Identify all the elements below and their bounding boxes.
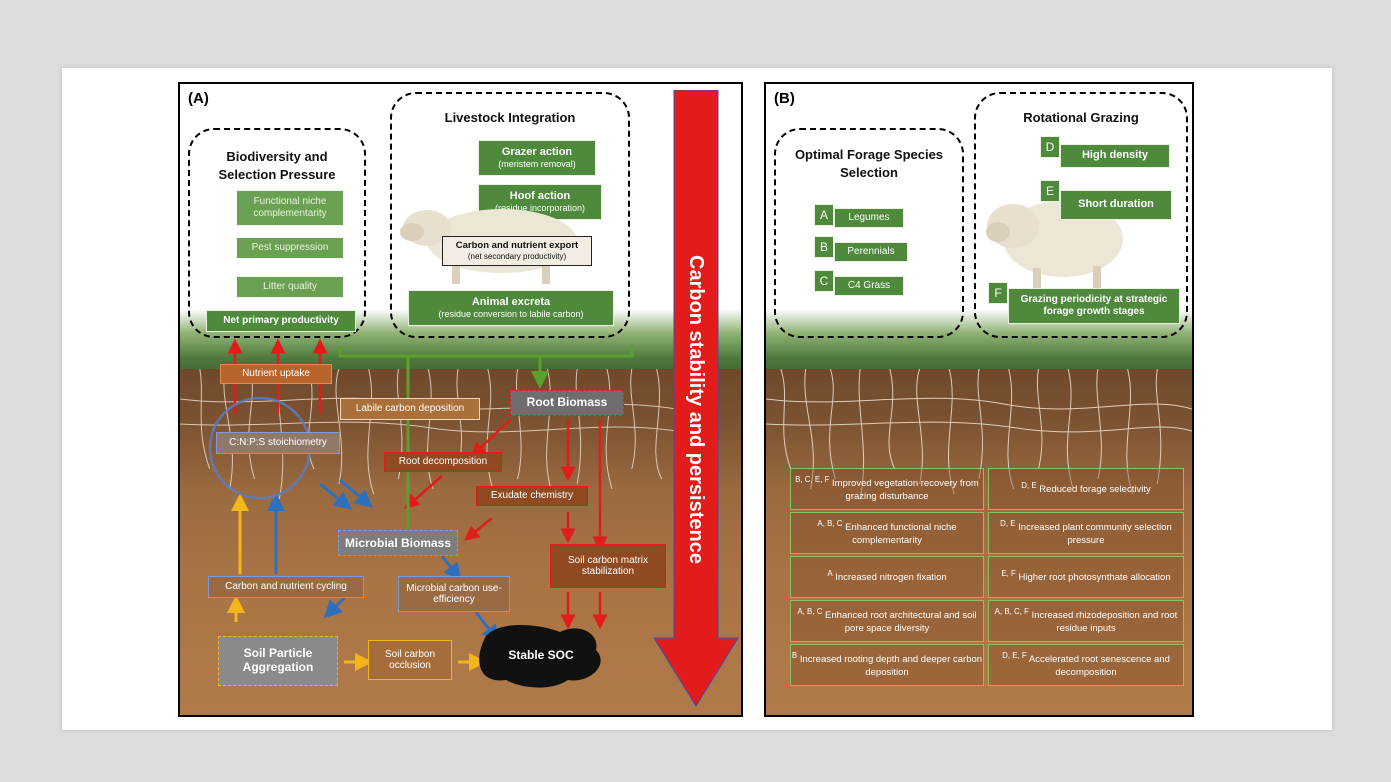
outcome-sup: E, F (1001, 569, 1016, 579)
labile-carbon-box: Labile carbon deposition (340, 398, 480, 420)
carbon-stability-arrow (653, 90, 739, 707)
outcome-box: A, B, C, F Increased rhizodeposition and… (988, 600, 1184, 642)
outcome-sup: B, C, E, F (795, 475, 830, 485)
animal-excreta-sub: (residue conversion to labile carbon) (438, 309, 584, 320)
exudate-chemistry-box: Exudate chemistry (476, 486, 588, 506)
carbon-export-label: Carbon and nutrient export (455, 239, 579, 251)
outcome-text: Enhanced functional niche complementarit… (845, 522, 957, 546)
letter-d: D (1040, 136, 1060, 158)
letter-a: A (814, 204, 834, 226)
livestock-title: Livestock Integration (444, 110, 576, 125)
outcome-sup: B (791, 651, 798, 661)
outcome-box: D, E, F Accelerated root senescence and … (988, 644, 1184, 686)
microbial-cue-box: Microbial carbon use-efficiency (398, 576, 510, 612)
outcome-sup: D, E (1021, 481, 1037, 491)
functional-niche-box: Functional niche complementarity (236, 190, 344, 226)
outcome-sup: A, B, C, F (994, 607, 1029, 617)
outcome-sup: A (827, 569, 833, 579)
soil-aggregation-box: Soil Particle Aggregation (218, 636, 338, 686)
livestock-group (390, 92, 630, 338)
outcome-box: A Increased nitrogen fixation (790, 556, 984, 598)
pest-suppression-box: Pest suppression (236, 237, 344, 259)
panel-b: (B) Optimal Forage Species Selection A L… (764, 82, 1194, 717)
carbon-export-box: Carbon and nutrient export (net secondar… (442, 236, 592, 266)
grazing-group (974, 92, 1188, 338)
high-density-box: High density (1060, 144, 1170, 168)
outcome-box: B, C, E, F Improved vegetation recovery … (790, 468, 984, 510)
outcome-box: E, F Higher root photosynthate allocatio… (988, 556, 1184, 598)
stable-soc-label: Stable SOC (508, 648, 574, 662)
hoof-action-label: Hoof action (509, 190, 571, 202)
soil-area-b (766, 369, 1192, 715)
outcome-text: Higher root photosynthate allocation (1018, 572, 1171, 584)
outcome-box: A, B, C Enhanced functional niche comple… (790, 512, 984, 554)
c4-grass-box: C4 Grass (834, 276, 904, 296)
letter-c: C (814, 270, 834, 292)
sheep-illustration-b (986, 201, 1123, 290)
outcome-box: B Increased rooting depth and deeper car… (790, 644, 984, 686)
outcome-text: Increased rooting depth and deeper carbo… (799, 654, 983, 678)
outcome-box: D, E Increased plant community selection… (988, 512, 1184, 554)
nutrient-uptake-box: Nutrient uptake (220, 364, 332, 384)
panel-a: (A) Biodiversity and Selection Pressure … (178, 82, 743, 717)
net-primary-productivity-box: Net primary productivity (206, 310, 356, 332)
outcome-sup: D, E, F (1002, 651, 1027, 661)
forage-group (774, 128, 964, 338)
carbon-stability-text: Carbon stability and persistence (685, 255, 707, 564)
grazing-title: Rotational Grazing (1023, 110, 1139, 125)
carbon-nutrient-cycling-box: Carbon and nutrient cycling (208, 576, 364, 598)
panel-b-label: (B) (774, 90, 795, 107)
outcome-sup: A, B, C (797, 607, 823, 617)
soil-carbon-matrix-box: Soil carbon matrix stabilization (550, 544, 666, 588)
outcome-text: Increased plant community selection pres… (1018, 522, 1172, 546)
outcome-text: Increased nitrogen fixation (835, 572, 947, 584)
microbial-biomass-box: Microbial Biomass (338, 530, 458, 556)
biodiversity-group (188, 128, 366, 338)
letter-f: F (988, 282, 1008, 304)
biodiversity-title: Biodiversity and Selection Pressure (218, 149, 336, 182)
stoichiometry-box: C:N:P:S stoichiometry (216, 432, 340, 454)
perennials-box: Perennials (834, 242, 908, 262)
animal-excreta-label: Animal excreta (471, 296, 551, 308)
outcome-text: Reduced forage selectivity (1039, 484, 1151, 496)
root-network (180, 369, 677, 500)
outcome-text: Enhanced root architectural and soil por… (825, 610, 977, 634)
outcome-sup: A, B, C (817, 519, 843, 529)
short-duration-box: Short duration (1060, 190, 1172, 220)
root-network-b (766, 369, 1192, 500)
outcome-box: D, E Reduced forage selectivity (988, 468, 1184, 510)
panel-a-label: (A) (188, 90, 209, 107)
outcome-sup: D, E (1000, 519, 1016, 529)
outcome-box: A, B, C Enhanced root architectural and … (790, 600, 984, 642)
letter-b: B (814, 236, 834, 258)
carbon-export-sub: (net secondary productivity) (467, 251, 567, 261)
hoof-action-sub: (residue incorporation) (494, 203, 586, 214)
outcome-text: Accelerated root senescence and decompos… (1028, 654, 1170, 678)
grazer-action-label: Grazer action (501, 146, 573, 158)
litter-quality-box: Litter quality (236, 276, 344, 298)
grazer-action-box: Grazer action (meristem removal) (478, 140, 596, 176)
grazer-action-sub: (meristem removal) (498, 159, 576, 170)
grazing-periodicity-box: Grazing periodicity at strategic forage … (1008, 288, 1180, 324)
letter-e: E (1040, 180, 1060, 202)
animal-excreta-box: Animal excreta (residue conversion to la… (408, 290, 614, 326)
soil-carbon-occlusion-box: Soil carbon occlusion (368, 640, 452, 680)
root-biomass-box: Root Biomass (510, 390, 624, 416)
root-decomposition-box: Root decomposition (384, 452, 502, 472)
legumes-box: Legumes (834, 208, 904, 228)
outcome-text: Increased rhizodeposition and root resid… (1031, 610, 1178, 634)
outcome-text: Improved vegetation recovery from grazin… (832, 478, 979, 502)
forage-title: Optimal Forage Species Selection (794, 147, 944, 180)
